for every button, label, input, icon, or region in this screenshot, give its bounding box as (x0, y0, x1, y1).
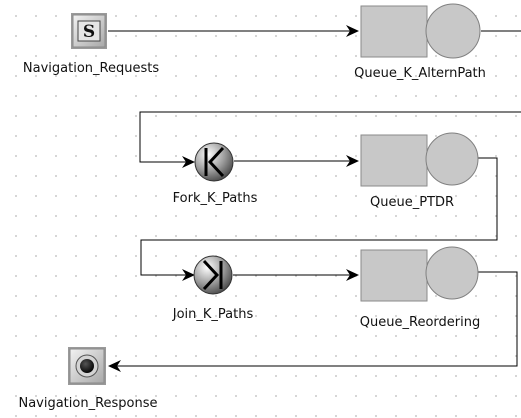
arrowhead-queue-ptdr (346, 155, 359, 167)
queue-ptdr-label: Queue_PTDR (369, 195, 455, 210)
fork-label: Fork_K_Paths (172, 191, 258, 206)
join-glyph (202, 259, 220, 291)
arrowhead-sink (108, 360, 121, 372)
arrowhead-fork (182, 156, 195, 168)
join-label: Join_K_Paths (172, 307, 254, 322)
edge-queue-altern-to-fork[interactable] (139, 111, 521, 163)
sink-dot (80, 359, 94, 373)
connections (108, 30, 521, 367)
edge-queue-reorder-to-sink[interactable] (111, 271, 518, 367)
fork-node[interactable] (194, 142, 234, 182)
queue-altern-node[interactable] (360, 3, 481, 59)
queue-reorder-server (425, 246, 479, 300)
queue-reorder-buffer (360, 249, 428, 302)
queue-ptdr-buffer (360, 134, 428, 187)
edge-queue-ptdr-to-join[interactable] (140, 157, 498, 276)
source-node[interactable]: S (71, 13, 107, 49)
queue-altern-server (425, 3, 481, 59)
source-label: Navigation_Requests (22, 61, 160, 76)
arrowheads (108, 25, 359, 372)
join-node[interactable] (193, 255, 233, 295)
sink-label: Navigation_Response (18, 396, 158, 411)
fork-glyph (207, 146, 225, 178)
sink-node[interactable] (68, 347, 106, 385)
source-symbol: S (83, 22, 95, 42)
fork-circle (194, 142, 234, 182)
queue-reorder-node[interactable] (360, 246, 479, 302)
arrowhead-join (182, 269, 195, 281)
queue-altern-buffer (360, 5, 428, 58)
queue-ptdr-server (425, 132, 479, 186)
queue-reorder-label: Queue_Reordering (359, 315, 481, 330)
join-circle (193, 255, 233, 295)
queue-altern-label: Queue_K_AlternPath (354, 66, 486, 81)
arrowhead-queue-reorder (346, 269, 359, 281)
source-symbol-box (77, 20, 101, 42)
queue-ptdr-node[interactable] (360, 132, 479, 187)
arrowhead-queue-altern (346, 25, 359, 37)
